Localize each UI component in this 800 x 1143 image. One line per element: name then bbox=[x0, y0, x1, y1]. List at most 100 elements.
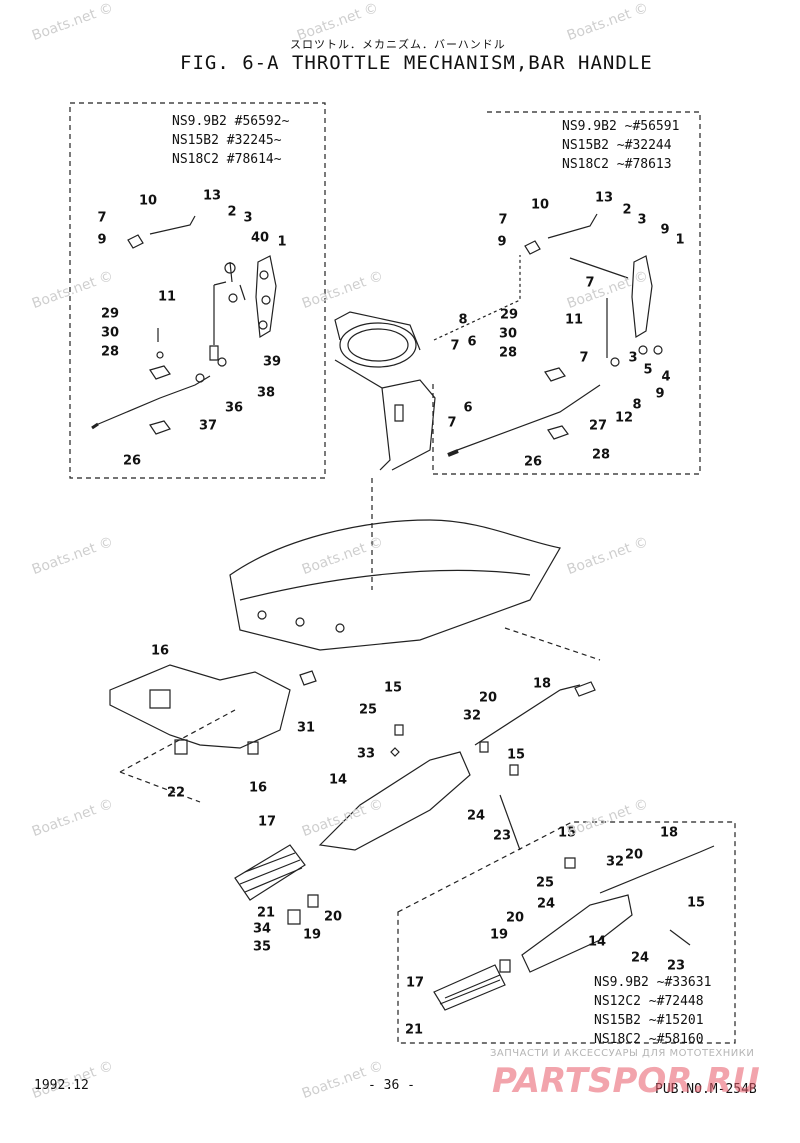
part-callout: 28 bbox=[498, 345, 518, 361]
part-callout: 9 bbox=[660, 222, 670, 238]
part-callout: 17 bbox=[257, 814, 277, 830]
footer-page-number: - 36 - bbox=[368, 1078, 415, 1093]
part-callout: 39 bbox=[262, 354, 282, 370]
frame-mid-right bbox=[504, 627, 601, 661]
partner-logo-text: PARTSPOR.RU bbox=[492, 1061, 760, 1100]
part-callout: 20 bbox=[624, 847, 644, 863]
part-callout: 20 bbox=[505, 910, 525, 926]
model-line: NS15B2 #32245~ bbox=[172, 133, 282, 148]
model-line: NS9.9B2 #56592~ bbox=[172, 114, 290, 129]
frame-top-right bbox=[432, 111, 701, 475]
part-callout: 22 bbox=[166, 785, 186, 801]
part-callout: 11 bbox=[157, 289, 177, 305]
part-callout: 19 bbox=[302, 927, 322, 943]
link-rod-11 bbox=[213, 281, 227, 345]
model-line: NS18C2 #78614~ bbox=[172, 152, 282, 167]
part-callout: 40 bbox=[250, 230, 270, 246]
frame-bottom-right bbox=[397, 821, 736, 1044]
part-callout: 17 bbox=[405, 975, 425, 991]
part-callout: 33 bbox=[356, 746, 376, 762]
part-callout: 34 bbox=[252, 921, 272, 937]
part-callout: 27 bbox=[588, 418, 608, 434]
model-line: NS9.9B2 ~#33631 bbox=[594, 975, 712, 990]
part-callout: 3 bbox=[628, 350, 638, 366]
japanese-title: スロツトル．メカニズム．バーハンドル bbox=[290, 38, 506, 51]
footer-date: 1992.12 bbox=[34, 1078, 89, 1093]
part-callout: 37 bbox=[198, 418, 218, 434]
part-callout: 20 bbox=[478, 690, 498, 706]
throttle-rod-10 bbox=[149, 215, 196, 235]
part-callout: 9 bbox=[655, 386, 665, 402]
part-callout: 25 bbox=[535, 875, 555, 891]
part-callout: 16 bbox=[248, 780, 268, 796]
part-callout: 38 bbox=[256, 385, 276, 401]
part-callout: 25 bbox=[358, 702, 378, 718]
model-range-top-left: NS9.9B2 #56592~ NS15B2 #32245~ NS18C2 #7… bbox=[172, 112, 289, 169]
part-callout: 21 bbox=[256, 905, 276, 921]
part-callout: 35 bbox=[252, 939, 272, 955]
model-line: NS9.9B2 ~#56591 bbox=[562, 119, 680, 134]
part-callout: 26 bbox=[523, 454, 543, 470]
part-callout: 36 bbox=[224, 400, 244, 416]
part-callout: 7 bbox=[498, 212, 508, 228]
part-callout: 6 bbox=[463, 400, 473, 416]
part-callout: 7 bbox=[585, 275, 595, 291]
part-callout: 8 bbox=[458, 312, 468, 328]
part-callout: 30 bbox=[100, 325, 120, 341]
partner-logo: PARTSPOR.RU bbox=[492, 1061, 760, 1100]
part-callout: 15 bbox=[557, 825, 577, 841]
part-callout: 18 bbox=[532, 676, 552, 692]
part-callout: 18 bbox=[659, 825, 679, 841]
part-callout: 21 bbox=[404, 1022, 424, 1038]
part-callout: 2 bbox=[622, 202, 632, 218]
throttle-grip-17 bbox=[234, 844, 306, 901]
part-callout: 14 bbox=[328, 772, 348, 788]
model-line: NS12C2 ~#72448 bbox=[594, 994, 704, 1009]
part-callout: 26 bbox=[122, 453, 142, 469]
part-callout: 12 bbox=[614, 410, 634, 426]
part-callout: 30 bbox=[498, 326, 518, 342]
steering-bracket bbox=[109, 664, 291, 749]
part-callout: 10 bbox=[530, 197, 550, 213]
part-callout: 23 bbox=[492, 828, 512, 844]
partner-tagline: ЗАПЧАСТИ И АКСЕССУАРЫ ДЛЯ МОТОТЕХНИКИ bbox=[490, 1048, 755, 1059]
part-callout: 32 bbox=[605, 854, 625, 870]
part-callout: 15 bbox=[506, 747, 526, 763]
part-callout: 5 bbox=[643, 362, 653, 378]
bottom-cowling bbox=[229, 519, 561, 651]
part-callout: 15 bbox=[383, 680, 403, 696]
throttle-arm-1 bbox=[255, 255, 277, 339]
part-callout: 15 bbox=[686, 895, 706, 911]
part-callout: 3 bbox=[637, 212, 647, 228]
part-callout: 8 bbox=[632, 397, 642, 413]
part-callout: 29 bbox=[499, 307, 519, 323]
part-callout: 23 bbox=[666, 958, 686, 974]
part-callout: 29 bbox=[100, 306, 120, 322]
footer-pub-number: PUB.NO.M-254B bbox=[655, 1082, 757, 1097]
part-callout: 19 bbox=[489, 927, 509, 943]
throttle-bracket-ring bbox=[339, 322, 417, 368]
part-callout: 1 bbox=[675, 232, 685, 248]
part-callout: 28 bbox=[591, 447, 611, 463]
part-callout: 7 bbox=[97, 210, 107, 226]
part-callout: 24 bbox=[630, 950, 650, 966]
part-callout: 6 bbox=[467, 334, 477, 350]
part-callout: 1 bbox=[277, 234, 287, 250]
frame-top-left bbox=[69, 102, 326, 479]
part-callout: 24 bbox=[536, 896, 556, 912]
model-range-top-right: NS9.9B2 ~#56591 NS15B2 ~#32244 NS18C2 ~#… bbox=[562, 117, 679, 174]
part-callout: 14 bbox=[587, 934, 607, 950]
model-range-bottom-right: NS9.9B2 ~#33631 NS12C2 ~#72448 NS15B2 ~#… bbox=[594, 973, 711, 1049]
part-callout: 11 bbox=[564, 312, 584, 328]
part-callout: 31 bbox=[296, 720, 316, 736]
part-callout: 13 bbox=[202, 188, 222, 204]
part-callout: 20 bbox=[323, 909, 343, 925]
part-callout: 4 bbox=[661, 369, 671, 385]
model-line: NS18C2 ~#78613 bbox=[562, 157, 672, 172]
cable-26-right bbox=[451, 384, 601, 453]
part-callout: 3 bbox=[243, 210, 253, 226]
part-callout: 24 bbox=[466, 808, 486, 824]
part-callout: 7 bbox=[450, 338, 460, 354]
